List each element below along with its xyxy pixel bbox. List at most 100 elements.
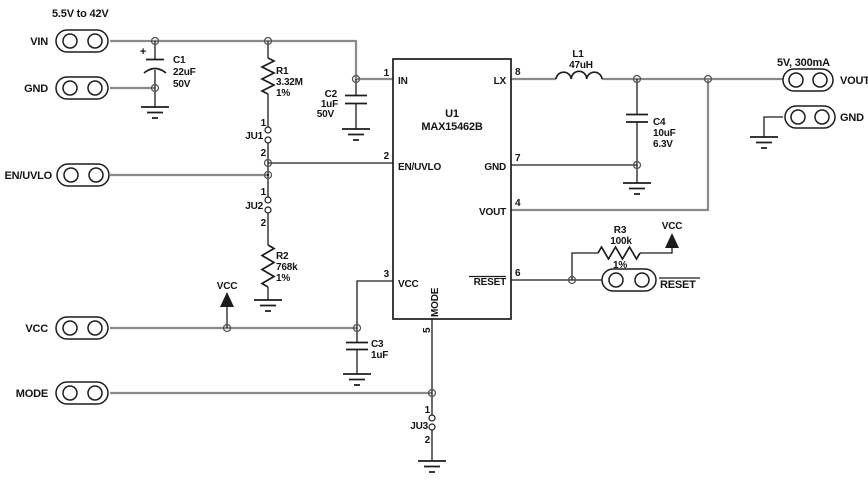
pin-number: 2 [384,151,390,162]
ic-pin-5: 5 MODE [422,287,441,333]
ref: R2 [276,251,289,262]
input-voltage-note: 5.5V to 42V [52,8,109,20]
connector-hole [87,385,103,401]
value: 47uH [569,60,593,71]
ic-pin-1: 1 IN [384,68,408,87]
junction-dot [263,170,273,180]
value: 1uF [321,99,338,110]
ic-part-number: MAX15462B [421,121,482,133]
pin-bottom-label: 2 [425,435,431,446]
inductor-l1: L1 47uH [555,49,603,80]
jumper-pin-circle [264,126,272,134]
tolerance: 1% [276,273,290,284]
lead-gnd-out [763,116,783,137]
cap-plate-bottom-curved [143,67,167,74]
junction-dot [222,323,232,333]
value: 100k [610,236,632,247]
connector-label: RESET [660,279,696,291]
connector-label: GND [24,83,48,95]
pin-name: RESET [474,277,506,288]
connector-hole [790,109,806,125]
vcc-arrow-left: VCC [217,281,237,307]
connector-label: VCC [25,323,48,335]
jumper-pin-circle [264,196,272,204]
cap-plates [626,113,648,123]
connector-label: MODE [16,388,48,400]
junction-dot [632,160,642,170]
connector-hole [63,167,79,183]
junction-dot [632,74,642,84]
pin-name: VCC [398,279,419,290]
net-vin [110,39,393,81]
tolerance: 1% [613,260,627,271]
connector-hole [88,167,104,183]
pin-name: LX [494,76,507,87]
pin-name: EN/UVLO [398,162,441,173]
ref: R3 [614,225,627,236]
cap-plates [345,94,367,105]
connector-label: EN/UVLO [5,170,53,182]
ground-symbol-c4 [623,182,651,195]
junction-dot [427,388,437,398]
connector-gnd-out: GND [784,105,864,129]
jumper-ju1: 1 JU1 2 [245,118,272,159]
connector-hole [788,72,804,88]
pin-number: 5 [422,327,433,333]
jumper-pin-circle [264,206,272,214]
junction-dot [150,36,160,46]
connector-hole [62,385,78,401]
ground-symbol-gnd-out [750,136,778,149]
ref: JU3 [410,421,428,432]
jumper-pin-circle [428,423,436,431]
ref: C4 [653,117,666,128]
connector-vout: VOUT 5V, 300mA [777,57,868,92]
ref: JU1 [245,131,263,142]
pin-number: 1 [384,68,390,79]
connector-hole [87,33,103,49]
inductor-coil [555,70,603,80]
jumper-ju3: 1 JU3 2 [410,405,436,446]
ic-pin-8: 8 LX [494,67,522,87]
pin-name: IN [398,76,408,87]
ref: JU2 [245,201,263,212]
value: 1uF [371,350,388,361]
net-wires [110,39,783,395]
ic-ref: U1 [445,108,459,120]
connector-en-uvlo: EN/UVLO [5,163,110,187]
up-arrow-icon [220,292,234,307]
junction-dot [150,83,160,93]
value: 22uF [173,67,196,78]
connector-label: VIN [30,36,48,48]
pin-name: VOUT [479,207,506,218]
resistor-zigzag [260,57,276,95]
value: 768k [276,262,298,273]
junction-dot [351,74,361,84]
ic-pin-7: 7 GND [484,153,521,173]
connector-hole [634,272,650,288]
output-rating-note: 5V, 300mA [777,57,830,69]
value: 10uF [653,128,676,139]
pin-number: 7 [515,153,521,164]
ref: R1 [276,66,289,77]
jumper-ju2: 1 JU2 2 [245,187,272,229]
connector-vcc: VCC [25,316,109,340]
voltage: 6.3V [653,139,673,150]
pin-number: 8 [515,67,521,78]
junction-dot [567,275,577,285]
pin-top-label: 1 [261,118,267,129]
ground-symbol-c3 [343,373,371,386]
resistor-r3: R3 100k 1% [597,225,641,271]
ground-symbol-r2 [254,299,282,312]
wire-junctions [150,36,713,398]
pin-top-label: 1 [261,187,267,198]
connector-gnd-in: GND [24,76,109,100]
junction-dot [352,323,362,333]
ref: C1 [173,55,186,66]
voltage: 50V [317,109,335,120]
ic-pin-6: 6 RESET [469,268,521,288]
ref: C2 [325,89,338,100]
voltage: 50V [173,79,191,90]
resistor-r2: R2 768k 1% [260,244,298,288]
